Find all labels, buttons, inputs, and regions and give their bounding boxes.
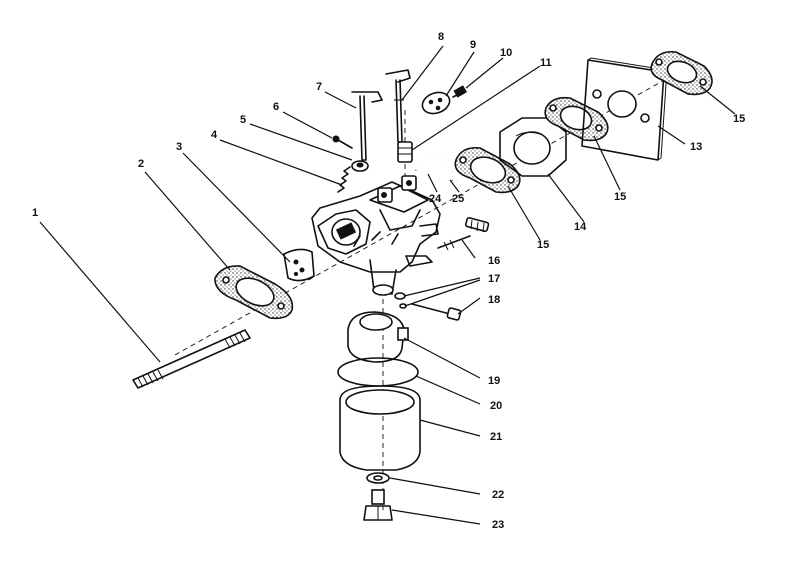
part-18-screw (411, 303, 462, 321)
label-25: 25 (452, 193, 464, 205)
label-11: 11 (540, 57, 552, 69)
part-15-gasket-inner (454, 146, 521, 194)
label-18: 18 (488, 294, 500, 306)
part-5-washer (351, 160, 369, 172)
label-16: 16 (488, 255, 500, 267)
leader-lines (39, 45, 736, 525)
label-20: 20 (490, 400, 502, 412)
label-14: 14 (574, 221, 587, 233)
carburetor-body (311, 175, 441, 296)
part-1-stud (132, 329, 251, 389)
part-9-throttle-plate (421, 91, 451, 115)
label-23: 23 (492, 519, 504, 531)
label-17: 17 (488, 273, 500, 285)
part-23-bowl-nut (363, 489, 393, 521)
label-15-outer: 15 (733, 113, 745, 125)
part-3-choke-plate (283, 248, 315, 282)
part-13-plate (581, 57, 669, 161)
label-24: 24 (429, 193, 442, 205)
label-22: 22 (492, 489, 504, 501)
label-19: 19 (488, 375, 500, 387)
part-15-gasket-outer (650, 50, 713, 96)
idle-screw (464, 216, 490, 233)
label-21: 21 (490, 431, 502, 443)
label-8: 8 (438, 31, 444, 43)
label-13: 13 (690, 141, 702, 153)
part-4-spring (337, 166, 351, 193)
part-10-screw (452, 85, 468, 98)
part-21-float-bowl (339, 385, 421, 471)
callout-labels: 1 2 3 4 5 6 7 8 9 10 11 24 25 15 14 15 1… (32, 31, 745, 531)
part-24-25-fuel-line (415, 156, 453, 181)
part-14-spacer (499, 117, 567, 177)
label-2: 2 (138, 158, 144, 170)
label-5: 5 (240, 114, 246, 126)
label-3: 3 (176, 141, 182, 153)
label-1: 1 (32, 207, 38, 219)
part-6-screw (332, 135, 353, 149)
label-7: 7 (316, 81, 322, 93)
part-17-o-rings (394, 292, 407, 309)
label-6: 6 (273, 101, 279, 113)
label-15-middle: 15 (614, 191, 626, 203)
part-8-throttle-shaft (385, 69, 411, 143)
part-2-gasket (214, 265, 294, 320)
part-15-gasket-middle (544, 96, 609, 142)
label-4: 4 (211, 129, 218, 141)
part-7-choke-shaft (351, 91, 383, 161)
label-15-inner: 15 (537, 239, 549, 251)
part-19-float (347, 311, 409, 363)
part-22-washer (366, 472, 390, 484)
label-9: 9 (470, 39, 476, 51)
part-16-needle (437, 235, 471, 251)
label-10: 10 (500, 47, 512, 59)
part-11-inlet-fitting (397, 141, 413, 163)
